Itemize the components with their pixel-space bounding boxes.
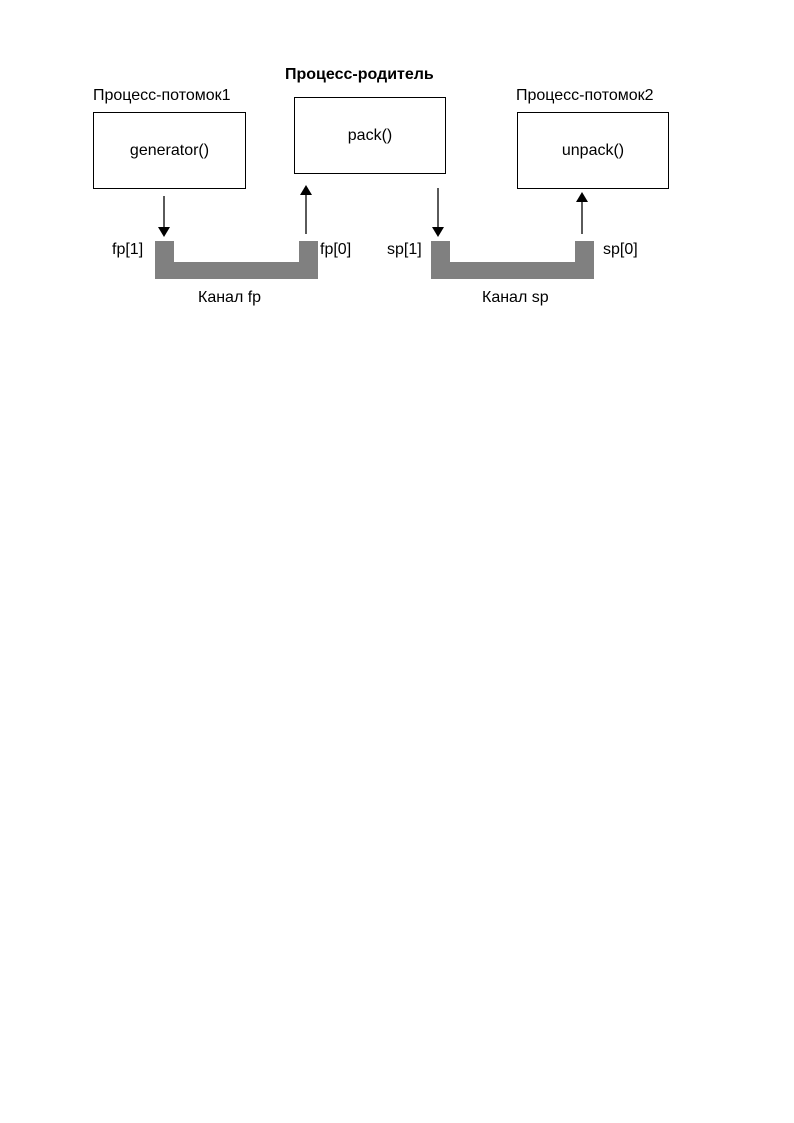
- child2-process-box: unpack(): [517, 112, 669, 189]
- fp-write-end-label: fp[1]: [112, 241, 144, 258]
- pipe-sp: [431, 241, 594, 279]
- child1-process-title: Процесс-потомок1: [93, 87, 231, 104]
- pipe-fp: [155, 241, 318, 279]
- unpack-function-label: unpack(): [561, 141, 625, 159]
- pack-function-label: pack(): [347, 126, 393, 144]
- child2-process-title: Процесс-потомок2: [516, 87, 654, 104]
- fp-pipe-caption: Канал fp: [198, 289, 262, 306]
- parent-process-box: pack(): [294, 97, 446, 174]
- sp-write-end-label: sp[1]: [387, 241, 422, 258]
- generator-function-label: generator(): [129, 141, 210, 159]
- child1-process-box: generator(): [93, 112, 246, 189]
- sp-read-end-label: sp[0]: [603, 241, 638, 258]
- fp-read-end-label: fp[0]: [320, 241, 352, 258]
- sp-pipe-caption: Канал sp: [482, 289, 549, 306]
- parent-process-title: Процесс-родитель: [285, 66, 434, 83]
